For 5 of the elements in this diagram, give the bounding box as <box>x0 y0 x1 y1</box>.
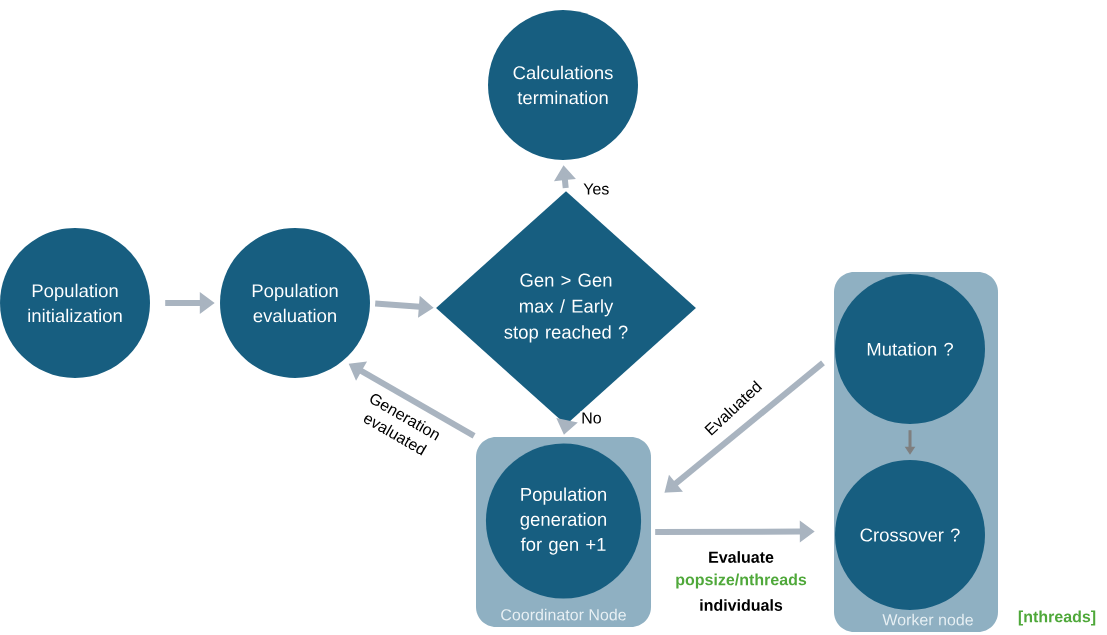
edge-label: No <box>580 411 603 425</box>
edge-note: popsize/nthreads <box>676 573 807 589</box>
edge-note: Evaluate <box>709 551 774 563</box>
edge-note: individuals <box>700 599 783 611</box>
bracket-note: [nthreads] <box>1018 610 1096 626</box>
